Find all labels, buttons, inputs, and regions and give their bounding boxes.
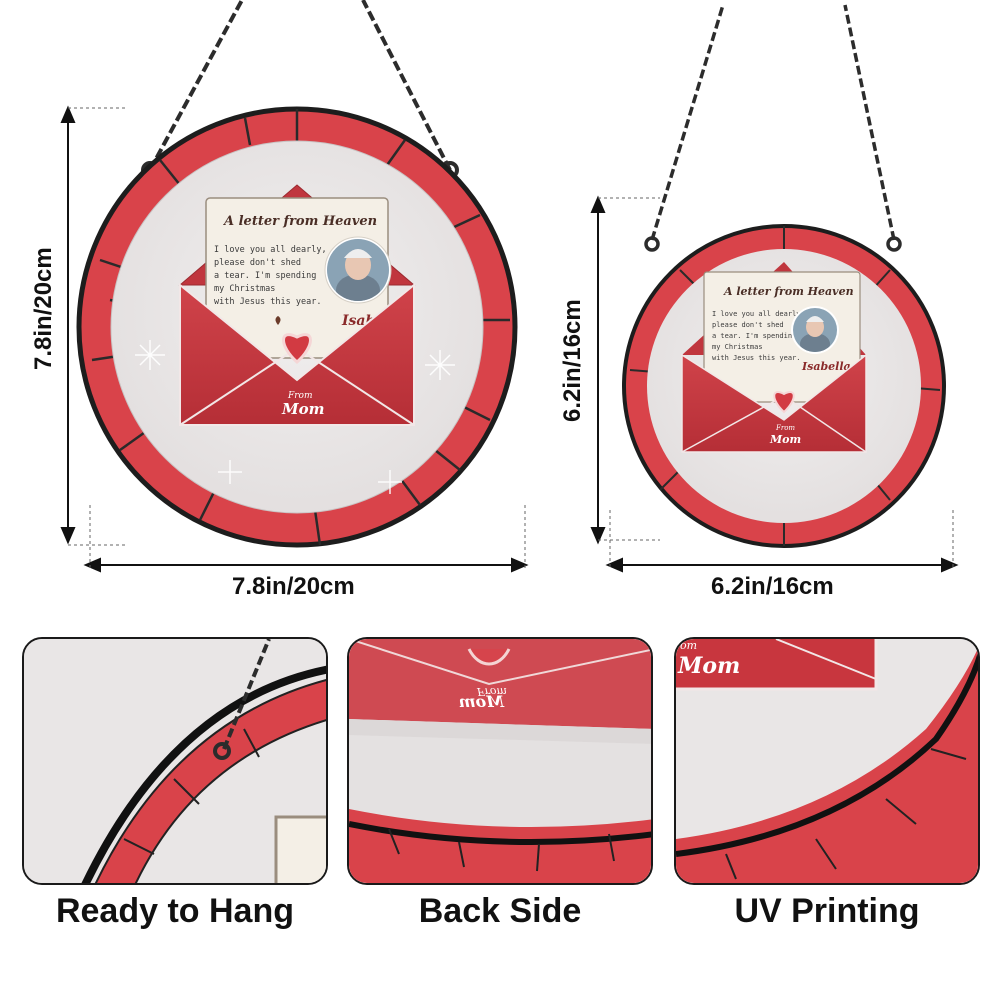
rim-leading bbox=[91, 109, 510, 546]
panel-back-side: From Mom bbox=[347, 637, 653, 885]
from-name: Mom bbox=[281, 400, 324, 418]
small-heart-icon bbox=[275, 316, 281, 325]
letter-line-1: I love you all dearly, bbox=[214, 245, 327, 255]
small-letter-title: A letter from Heaven bbox=[723, 285, 854, 298]
large-width-label: 7.8in/20cm bbox=[232, 573, 355, 600]
panel-ready-to-hang bbox=[22, 637, 328, 885]
svg-text:From: From bbox=[476, 685, 507, 698]
small-height-label: 6.2in/16cm bbox=[559, 299, 586, 422]
heart-seal-icon bbox=[282, 333, 312, 365]
svg-text:Mom: Mom bbox=[769, 433, 801, 446]
caption-uv-printing: UV Printing bbox=[734, 892, 920, 930]
caption-ready-to-hang: Ready to Hang bbox=[55, 892, 295, 930]
letter-line-2: please don't shed bbox=[214, 258, 301, 268]
letter-line-3: a tear. I'm spending bbox=[214, 271, 316, 281]
from-label: From bbox=[287, 391, 313, 401]
envelope-front bbox=[179, 282, 415, 426]
snowflake-icons bbox=[135, 340, 455, 494]
letter-line-4: my Christmas bbox=[214, 284, 275, 294]
svg-text:Isabella: Isabella bbox=[801, 360, 851, 373]
svg-text:From: From bbox=[775, 424, 795, 432]
large-height-label: 7.8in/20cm bbox=[30, 247, 57, 370]
letter-line-5: with Jesus this year. bbox=[214, 297, 321, 307]
hanging-chain-small bbox=[644, 4, 902, 252]
svg-text:please don't shed: please don't shed bbox=[712, 321, 784, 329]
svg-text:my Christmas: my Christmas bbox=[712, 343, 763, 351]
svg-text:om: om bbox=[680, 639, 697, 652]
svg-text:with Jesus this year.: with Jesus this year. bbox=[712, 354, 801, 362]
svg-text:a tear. I'm spending: a tear. I'm spending bbox=[712, 332, 796, 340]
small-width-label: 6.2in/16cm bbox=[711, 573, 834, 600]
svg-text:Mom: Mom bbox=[459, 692, 505, 711]
svg-text:Mom: Mom bbox=[677, 653, 740, 679]
svg-text:I love you all dearly,: I love you all dearly, bbox=[712, 310, 805, 318]
panel-uv-printing: om Mom bbox=[674, 637, 980, 885]
caption-back-side: Back Side bbox=[418, 892, 582, 930]
portrait-photo bbox=[327, 239, 389, 301]
large-ornament: A letter from Heaven I love you all dear… bbox=[60, 0, 959, 573]
letter-title: A letter from Heaven bbox=[222, 214, 377, 229]
dimension-lines bbox=[60, 105, 959, 573]
